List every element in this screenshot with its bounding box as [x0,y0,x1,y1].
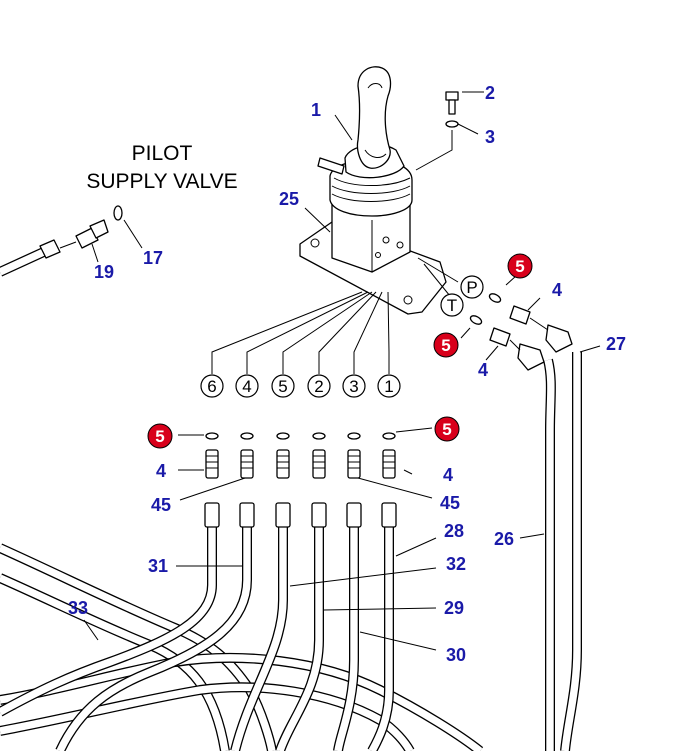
fitting-column-2 [311,432,327,528]
port-circle-1 [377,374,401,398]
port-circle-3 [342,374,366,398]
label-30: 30 [446,645,466,665]
port-circle-4 [235,374,259,398]
port-number-5: 5 [278,377,287,396]
port-number-3: 3 [349,377,358,396]
part-labels: 1 2 3 25 17 19 4 27 4 4 4 45 45 28 26 31… [68,83,626,665]
port-number-6: 6 [207,377,216,396]
label-4-upper-right: 4 [552,280,562,300]
label-25: 25 [279,189,299,209]
label-17: 17 [143,248,163,268]
port-circle-p [460,275,484,299]
fitting-column-1 [381,432,397,528]
pt-port-fittings: P T [440,275,601,539]
fitting-column-4 [239,432,255,528]
label-31: 31 [148,556,168,576]
port-fittings [178,427,433,528]
callout-5-mid-right-text: 5 [441,336,450,355]
port-routing-lines [211,291,390,374]
port-number-1: 1 [384,377,393,396]
label-45-left: 45 [151,495,171,515]
label-4-left: 4 [156,461,166,481]
callout-5-left [147,423,173,449]
port-number-4: 4 [242,377,251,396]
title-line-2: SUPPLY VALVE [86,170,237,193]
fitting-column-5 [275,432,291,528]
callout-5-upper-right [507,253,533,279]
label-26: 26 [494,529,514,549]
supply-fittings [39,205,143,263]
label-1: 1 [311,100,321,120]
label-33: 33 [68,598,88,618]
label-45-right: 45 [440,493,460,513]
label-4-right: 4 [443,465,453,485]
port-circle-5 [271,374,295,398]
label-27: 27 [606,334,626,354]
port-letter-t: T [447,296,457,315]
title-line-1: PILOT [132,142,193,165]
label-3: 3 [485,127,495,147]
fitting-column-3 [346,432,362,528]
port-circles: 6 4 5 2 3 1 [200,374,401,398]
fitting-column-6 [204,432,220,528]
port-circle-t [440,293,464,317]
port-number-2: 2 [314,377,323,396]
label-4-lower-right: 4 [478,360,488,380]
callout-5-left-text: 5 [155,427,164,446]
pilot-valve-assembly [299,66,484,315]
port-circle-2 [307,374,331,398]
label-19: 19 [94,262,114,282]
hose-bundle [0,245,582,751]
label-32: 32 [446,554,466,574]
callout-5-right [434,416,460,442]
label-29: 29 [444,598,464,618]
callout-5-mid-right [433,332,459,358]
label-28: 28 [444,521,464,541]
label-2: 2 [485,83,495,103]
callout-badges: 5 5 5 5 [147,253,533,449]
port-circle-6 [200,374,224,398]
hose-leaders [83,537,437,651]
port-letter-p: P [466,278,477,297]
callout-5-upper-right-text: 5 [515,257,524,276]
callout-5-right-text: 5 [442,420,451,439]
